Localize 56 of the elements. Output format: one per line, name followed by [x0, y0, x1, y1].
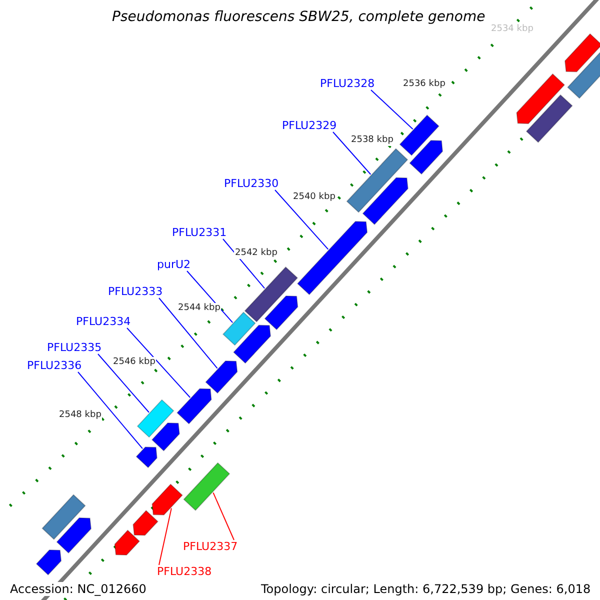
gene-feature: [132, 510, 158, 536]
gene-feature: [136, 399, 174, 438]
gene-label: PFLU2334: [76, 316, 131, 327]
info-text: Topology: circular; Length: 6,722,539 bp; Genes: 6,018: [260, 582, 592, 596]
scale-label: 2548 kbp: [58, 410, 102, 421]
gene-label: PFLU2329: [282, 120, 337, 131]
scale-label: 2546 kbp: [112, 357, 156, 368]
gene-feature: [516, 73, 566, 124]
scale-label: 2542 kbp: [234, 248, 278, 259]
gene-feature: [346, 148, 408, 213]
gene-label: PFLU2338: [157, 566, 212, 577]
gene-label: purU2: [157, 259, 191, 270]
gene-feature: [409, 140, 444, 175]
gene-label: PFLU2333: [108, 286, 163, 297]
scale-label: 2540 kbp: [292, 192, 336, 203]
gene-feature: [362, 177, 408, 226]
leader-line: [98, 354, 150, 413]
leader-line: [186, 270, 234, 324]
gene-label: PFLU2331: [172, 227, 227, 238]
gene-feature: [151, 422, 180, 452]
gene-feature: [233, 324, 272, 364]
leader-line: [158, 508, 172, 566]
gene-label: PFLU2330: [224, 178, 279, 189]
gene-feature: [564, 33, 600, 72]
leader-line: [126, 328, 191, 398]
gene-label: PFLU2337: [183, 541, 238, 552]
gene-feature: [183, 462, 230, 511]
gene-feature: [526, 94, 573, 143]
gene-feature: [56, 517, 92, 554]
gene-feature: [176, 388, 212, 424]
gene-label: PFLU2328: [320, 78, 375, 89]
info-text: Accession: NC_012660: [9, 582, 148, 596]
gene-label: PFLU2336: [27, 360, 82, 371]
leader-line: [158, 298, 218, 369]
leader-line: [222, 238, 266, 289]
leader-line: [212, 492, 234, 540]
gene-feature: [136, 446, 158, 468]
leader-line: [332, 132, 372, 175]
leader-line: [370, 90, 414, 130]
scale-label: 2538 kbp: [350, 135, 394, 146]
scale-label: 2544 kbp: [177, 303, 222, 314]
gene-feature: [264, 296, 298, 330]
leader-line: [78, 372, 143, 450]
map-title: Pseudomonas fluorescens SBW25, complete genome: [112, 10, 486, 24]
gene-label: PFLU2335: [47, 342, 102, 353]
scale-label: 2536 kbp: [402, 79, 446, 90]
gene-feature: [399, 114, 440, 156]
gene-feature: [296, 221, 368, 296]
gene-feature: [36, 550, 62, 576]
gene-feature: [244, 266, 298, 322]
gene-feature: [114, 530, 140, 556]
gene-feature: [205, 360, 238, 394]
gene-feature: [222, 312, 256, 346]
scale-label: 2534 kbp: [490, 24, 534, 35]
gene-feature: [42, 494, 86, 540]
leader-line: [274, 190, 329, 250]
